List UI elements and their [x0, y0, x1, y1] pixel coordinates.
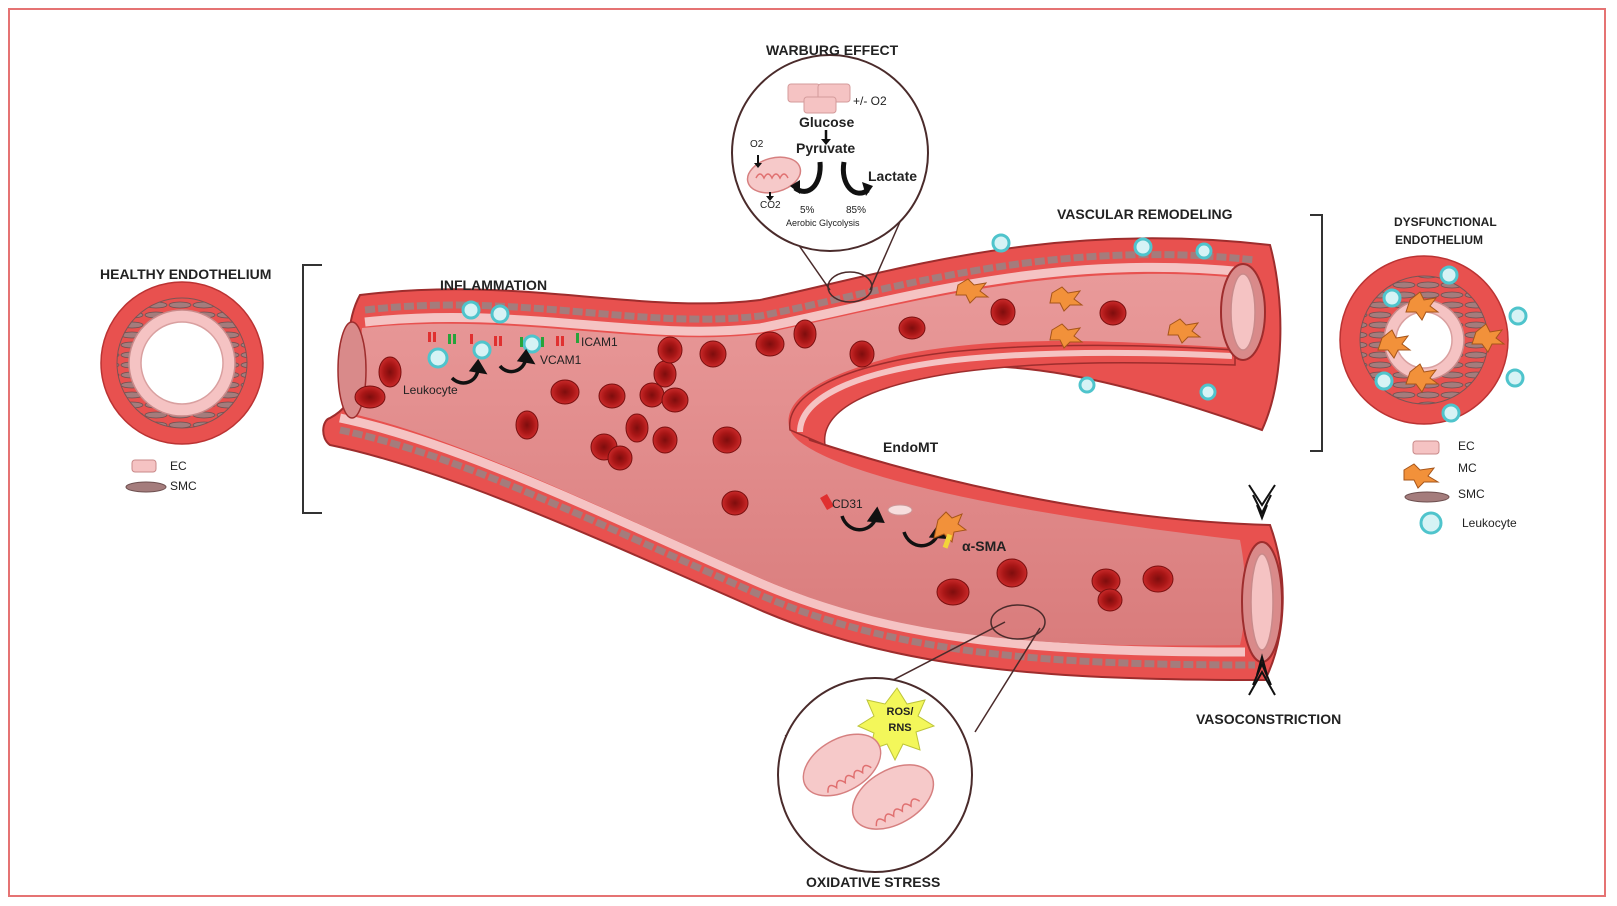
endomt-cells [820, 493, 968, 549]
adhesion-molecules [428, 332, 579, 347]
ros-label-line1: ROS/ [886, 706, 914, 718]
o2-label: O2 [750, 139, 764, 150]
dysfunctional-title-line1: DYSFUNCTIONAL [1394, 215, 1497, 229]
legend-leukocyte-swatch [1419, 511, 1443, 535]
icam1-label: ICAM1 [581, 335, 618, 349]
legend-ec-swatch [131, 459, 157, 473]
vcam1-label: VCAM1 [540, 353, 582, 367]
legend-right-mc: MC [1458, 461, 1477, 475]
pct-glycolysis-label: 85% [846, 205, 867, 216]
bracket-right [1310, 214, 1323, 452]
legend-left [125, 459, 167, 493]
legend-right-smc: SMC [1458, 487, 1485, 501]
legend-mc-swatch [1403, 463, 1440, 489]
leukocyte-label: Leukocyte [403, 383, 458, 397]
glucose-label: Glucose [799, 114, 855, 130]
bracket-left [302, 264, 322, 514]
inflammation-title: INFLAMMATION [440, 277, 548, 293]
aerobic-glycolysis-caption: Aerobic Glycolysis [786, 218, 860, 228]
legend-smc-swatch [1404, 491, 1450, 503]
healthy-title: HEALTHY ENDOTHELIUM [100, 266, 272, 282]
cd31-label: CD31 [832, 497, 863, 511]
legend-smc-swatch [125, 481, 167, 493]
legend-right-ec: EC [1458, 439, 1475, 453]
dysfunctional-cross-section [1339, 255, 1528, 425]
mesenchymal-cells [955, 278, 1202, 349]
pct-aerobic-label: 5% [800, 205, 815, 216]
oxidative-stress-title: OXIDATIVE STRESS [806, 874, 941, 890]
vasoconstriction-arrows [1248, 484, 1276, 696]
legend-left-smc: SMC [170, 479, 197, 493]
lactate-label: Lactate [868, 168, 918, 184]
warburg-zoom [731, 54, 929, 303]
ros-label-line2: RNS [888, 722, 912, 734]
oxidative-zoom [777, 604, 1046, 873]
legend-left-ec: EC [170, 459, 187, 473]
pyruvate-label: Pyruvate [796, 140, 856, 156]
legend-right [1403, 440, 1450, 535]
oxygen-label: +/- O2 [853, 94, 887, 108]
warburg-title: WARBURG EFFECT [766, 42, 899, 58]
red-blood-cells [354, 298, 1174, 612]
vasoconstriction-title: VASOCONSTRICTION [1196, 711, 1342, 727]
legend-right-leukocyte: Leukocyte [1462, 516, 1517, 530]
leukocytes [427, 233, 1217, 401]
figure-frame [8, 8, 1606, 897]
asma-label: α-SMA [962, 538, 1007, 554]
co2-label: CO2 [760, 200, 781, 211]
vascular-remodeling-title: VASCULAR REMODELING [1057, 206, 1233, 222]
dysfunctional-title-line2: ENDOTHELIUM [1395, 233, 1483, 247]
legend-ec-swatch [1412, 440, 1440, 455]
blood-vessel [322, 237, 1284, 682]
healthy-cross-section [100, 281, 264, 445]
endomt-title: EndoMT [883, 439, 939, 455]
